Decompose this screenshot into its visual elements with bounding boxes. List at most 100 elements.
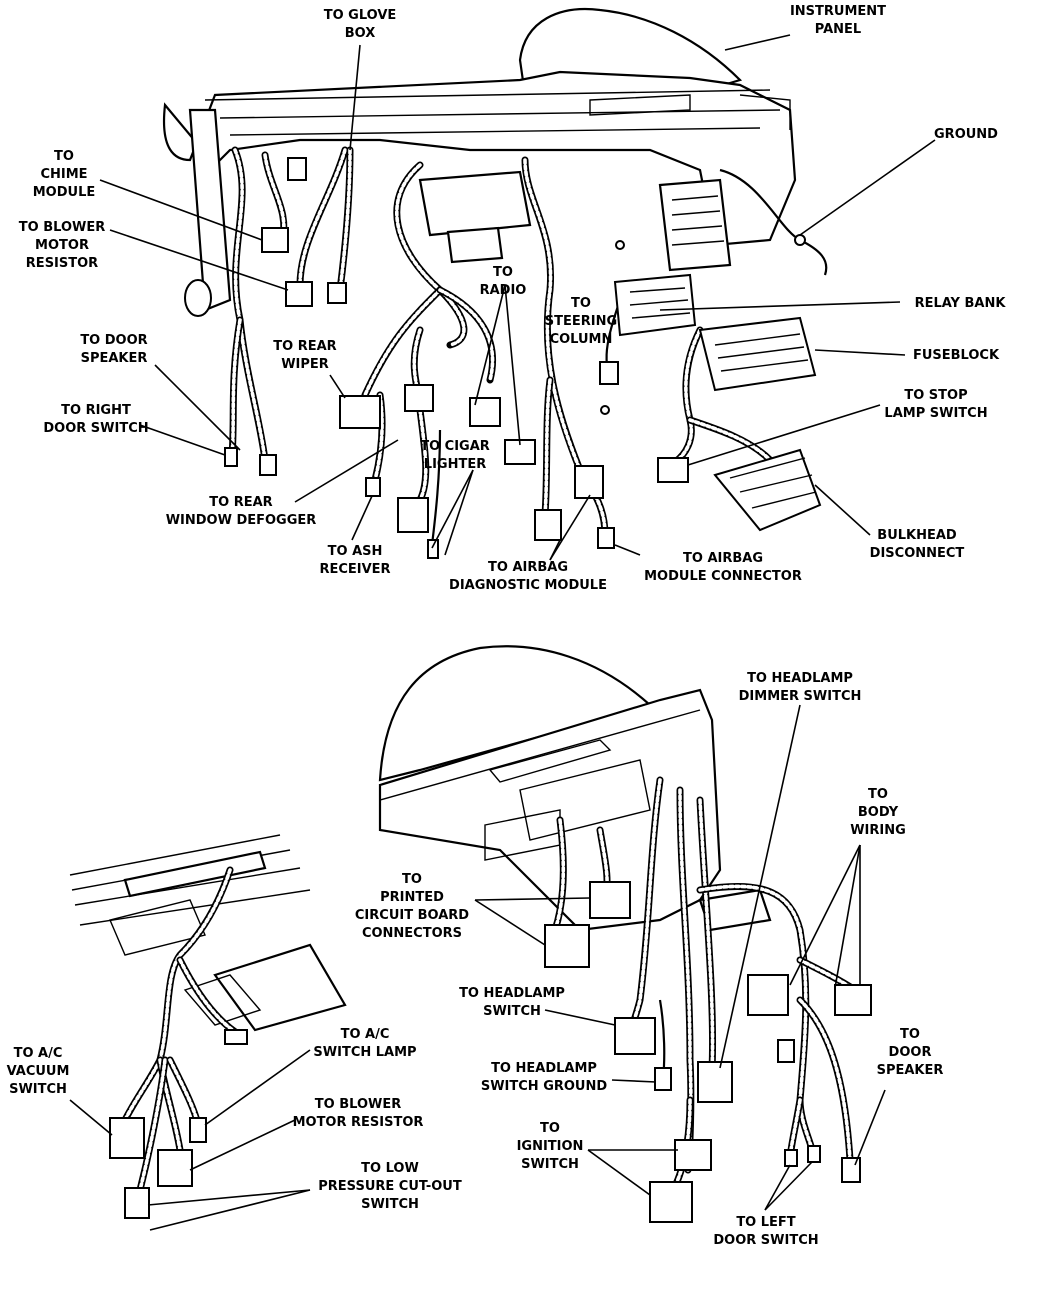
label-line: TO LOW	[361, 1161, 419, 1176]
label-line: SWITCH	[521, 1157, 579, 1172]
label-line: TO	[571, 296, 591, 311]
label-headlamp-switch: TO HEADLAMP SWITCH	[459, 986, 565, 1019]
label-line: DOOR SWITCH	[713, 1233, 818, 1248]
label-line: PRESSURE CUT-OUT	[318, 1179, 462, 1194]
label-line: RADIO	[480, 283, 527, 298]
label-line: COLUMN	[550, 332, 613, 347]
label-line: GROUND	[934, 127, 998, 142]
label-line: TO CIGAR	[420, 439, 490, 454]
label-line: STEERING	[545, 314, 617, 329]
label-line: TO AIRBAG	[683, 551, 763, 566]
label-fuseblock: FUSEBLOCK	[913, 348, 1000, 363]
label-line: TO REAR	[209, 495, 272, 510]
label-steering-column: TO STEERING COLUMN	[545, 296, 617, 347]
label-line: MODULE CONNECTOR	[644, 569, 802, 584]
label-line: PRINTED	[380, 890, 444, 905]
label-line: LAMP SWITCH	[884, 406, 987, 421]
label-line: VACUUM	[7, 1064, 70, 1079]
label-line: DOOR SWITCH	[43, 421, 148, 436]
label-line: TO A/C	[341, 1027, 390, 1042]
leader-lines	[69, 34, 936, 1231]
label-airbag-diagnostic-module: TO AIRBAG DIAGNOSTIC MODULE	[449, 560, 607, 593]
label-stop-lamp-switch: TO STOP LAMP SWITCH	[884, 388, 987, 421]
label-line: TO BLOWER	[19, 220, 105, 235]
bottom-left-panel-assembly	[69, 834, 347, 1032]
label-left-door-switch: TO LEFT DOOR SWITCH	[713, 1215, 818, 1248]
label-line: MODULE	[33, 185, 96, 200]
label-line: SWITCH GROUND	[481, 1079, 608, 1094]
label-line: TO AIRBAG	[488, 560, 568, 575]
label-line: WIRING	[850, 823, 906, 838]
label-line: TO LEFT	[736, 1215, 795, 1230]
top-connectors	[224, 157, 822, 559]
label-line: TO	[868, 787, 888, 802]
label-low-pressure-cutout-switch: TO LOW PRESSURE CUT-OUT SWITCH	[318, 1161, 462, 1212]
label-line: DOOR	[889, 1045, 932, 1060]
label-line: WIPER	[281, 357, 329, 372]
label-ash-receiver: TO ASH RECEIVER	[319, 544, 390, 577]
label-line: LIGHTER	[424, 457, 486, 472]
label-line: BULKHEAD	[877, 528, 957, 543]
label-line: DIAGNOSTIC MODULE	[449, 578, 607, 593]
label-line: BOX	[345, 26, 376, 41]
label-line: SPEAKER	[877, 1063, 944, 1078]
label-line: WINDOW DEFOGGER	[166, 513, 317, 528]
label-ignition-switch: TO IGNITION SWITCH	[517, 1121, 584, 1172]
label-line: CONNECTORS	[362, 926, 462, 941]
label-line: MOTOR	[35, 238, 89, 253]
label-line: TO	[540, 1121, 560, 1136]
label-line: SWITCH	[483, 1004, 541, 1019]
label-headlamp-dimmer-switch: TO HEADLAMP DIMMER SWITCH	[739, 671, 862, 704]
bottom-right-connectors	[544, 881, 872, 1223]
bottom-right-harness-bundles	[551, 776, 859, 1199]
label-door-speaker-bottom: TO DOOR SPEAKER	[877, 1027, 944, 1078]
label-line: TO	[493, 265, 513, 280]
label-relay-bank: RELAY BANK	[915, 296, 1007, 311]
label-line: SWITCH	[361, 1197, 419, 1212]
label-line: DIMMER SWITCH	[739, 689, 862, 704]
label-blower-motor-resistor-top: TO BLOWER MOTOR RESISTOR	[19, 220, 105, 271]
label-ground: GROUND	[934, 127, 998, 142]
label-line: TO HEADLAMP	[491, 1061, 597, 1076]
label-line: TO HEADLAMP	[747, 671, 853, 686]
label-line: TO ASH	[328, 544, 383, 559]
label-right-door-switch: TO RIGHT DOOR SWITCH	[43, 403, 148, 436]
label-line: INSTRUMENT	[790, 4, 886, 19]
label-line: IGNITION	[517, 1139, 584, 1154]
label-line: CHIME	[40, 167, 87, 182]
label-line: BODY	[858, 805, 899, 820]
label-line: FUSEBLOCK	[913, 348, 1000, 363]
label-line: RESISTOR	[26, 256, 98, 271]
label-headlamp-switch-ground: TO HEADLAMP SWITCH GROUND	[481, 1061, 608, 1094]
label-line: TO DOOR	[80, 333, 147, 348]
label-rear-window-defogger: TO REAR WINDOW DEFOGGER	[166, 495, 317, 528]
label-line: TO	[900, 1027, 920, 1042]
top-instrument-panel-assembly	[162, 8, 797, 317]
label-line: TO RIGHT	[61, 403, 131, 418]
label-line: TO	[54, 149, 74, 164]
label-line: TO A/C	[14, 1046, 63, 1061]
bottom-left-connectors	[109, 1029, 248, 1219]
bottom-left-harness-bundles	[121, 866, 244, 1194]
label-line: TO STOP	[904, 388, 967, 403]
label-body-wiring: TO BODY WIRING	[850, 787, 906, 838]
label-line: MOTOR RESISTOR	[293, 1115, 424, 1130]
label-line: RECEIVER	[319, 562, 390, 577]
label-bulkhead-disconnect: BULKHEAD DISCONNECT	[870, 528, 965, 561]
label-line: RELAY BANK	[915, 296, 1007, 311]
label-line: TO HEADLAMP	[459, 986, 565, 1001]
label-chime-module: TO CHIME MODULE	[33, 149, 96, 200]
label-radio: TO RADIO	[480, 265, 527, 298]
label-line: TO	[402, 872, 422, 887]
label-line: DISCONNECT	[870, 546, 965, 561]
